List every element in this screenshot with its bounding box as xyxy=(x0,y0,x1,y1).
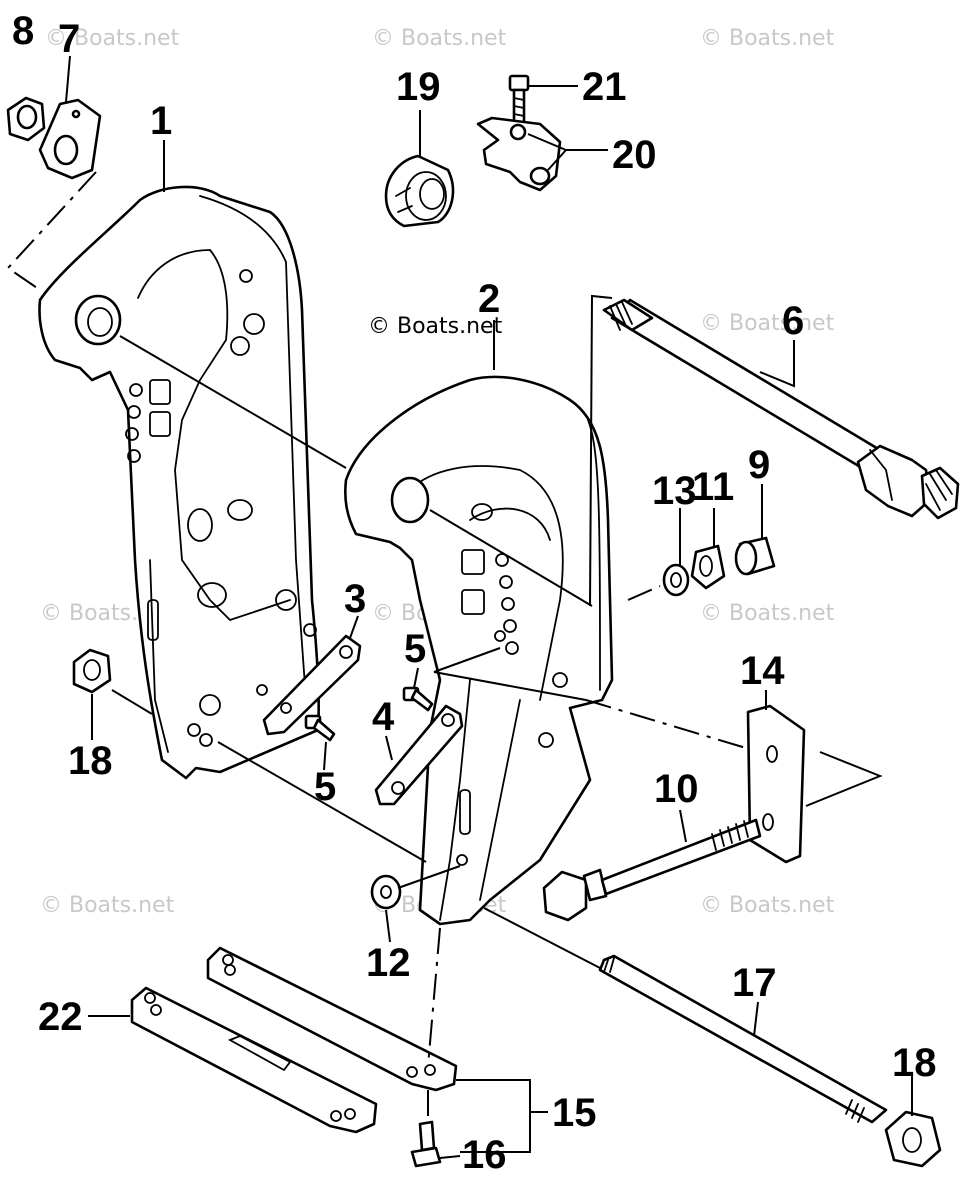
callout-19: 19 xyxy=(396,65,441,109)
callout-8: 8 xyxy=(12,9,34,53)
callout-4: 4 xyxy=(372,695,395,739)
callout-18: 18 xyxy=(68,739,113,783)
part-19-cap xyxy=(384,154,455,228)
watermark: © Boats.net xyxy=(700,311,835,336)
callout-16: 16 xyxy=(462,1133,507,1177)
watermark: © Boats.net xyxy=(700,893,835,918)
watermark: © Boats.net xyxy=(40,893,175,918)
part-12-washer xyxy=(370,874,402,910)
callout-14: 14 xyxy=(740,649,785,693)
callout-18: 18 xyxy=(892,1041,937,1085)
watermark: © Boats.net xyxy=(372,26,507,51)
callout-1: 1 xyxy=(150,99,172,143)
part-16-screw xyxy=(410,1120,442,1168)
callout-5: 5 xyxy=(314,765,336,809)
part-6-tilt-tube xyxy=(602,298,960,520)
part-3-pad xyxy=(262,634,362,736)
part-5-screw xyxy=(304,714,336,742)
watermark: © Boats.net xyxy=(45,26,180,51)
callout-11: 11 xyxy=(692,465,734,509)
part-9-bushing xyxy=(734,536,776,576)
callout-13: 13 xyxy=(652,469,697,513)
part-2-clamp-bracket xyxy=(344,375,614,926)
part-13-washer xyxy=(662,563,690,597)
part-10-bolt xyxy=(542,818,762,922)
callout-10: 10 xyxy=(654,767,699,811)
callout-6: 6 xyxy=(782,299,804,343)
part-8-nut xyxy=(6,96,46,142)
part-11-bushing xyxy=(690,544,726,590)
callout-leaders xyxy=(65,55,913,1159)
part-18-nut xyxy=(72,648,112,694)
callout-2: 2 xyxy=(478,277,500,321)
watermark: © Boats.net xyxy=(700,26,835,51)
part-14-plate xyxy=(746,704,806,864)
watermark: © Boats.net xyxy=(700,601,835,626)
callout-3: 3 xyxy=(344,577,366,621)
part-1-clamp-bracket xyxy=(38,185,321,780)
callout-7: 7 xyxy=(58,17,80,61)
callout-21: 21 xyxy=(582,65,627,109)
watermark-center: © Boats.net xyxy=(368,314,503,339)
part-22-pad xyxy=(130,986,378,1134)
callout-numbers: 1 2 3 4 5 5 6 7 8 9 10 11 12 13 14 15 16… xyxy=(12,9,937,1177)
callout-12: 12 xyxy=(366,941,411,985)
part-15-pad xyxy=(206,946,458,1092)
part-18-nut xyxy=(884,1110,942,1168)
part-20-plate xyxy=(476,116,562,192)
callout-22: 22 xyxy=(38,995,83,1039)
part-5-screw xyxy=(402,686,434,712)
callout-15: 15 xyxy=(552,1091,597,1135)
assembly-lines xyxy=(6,171,883,1124)
callout-9: 9 xyxy=(748,443,770,487)
part-4-pad xyxy=(374,704,464,806)
callout-5: 5 xyxy=(404,627,426,671)
part-21-bolt xyxy=(508,74,530,130)
part-17-shaft xyxy=(598,954,888,1124)
part-7-plate xyxy=(38,98,102,180)
callout-17: 17 xyxy=(732,961,777,1005)
callout-20: 20 xyxy=(612,133,657,177)
